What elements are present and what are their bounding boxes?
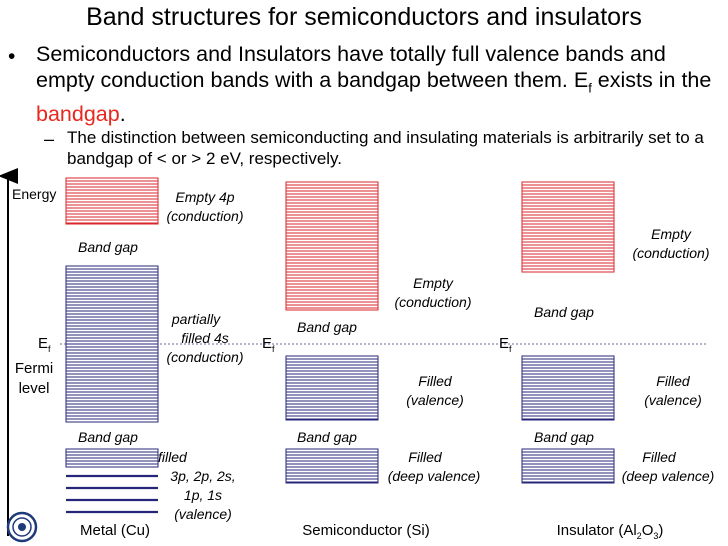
semiconductor-band-gap-mid: Band gap	[297, 319, 357, 335]
fermi-level-label: Fermi level	[10, 359, 58, 399]
insulator-deep-valence-band	[521, 448, 615, 484]
fermi-label-line1: Fermi	[14, 360, 54, 377]
metal-name: Metal (Cu)	[79, 522, 150, 539]
metal-partial-line1: partially	[171, 311, 221, 327]
insulator-name-sub2: 3	[653, 531, 659, 541]
insulator-deep-line1: Filled	[642, 449, 676, 465]
ef-main: E	[38, 335, 49, 352]
semiconductor-deep-line1: Filled	[408, 449, 442, 465]
metal-filled-label: 3p, 2p, 2s, 1p, 1s (valence)	[160, 467, 246, 524]
insulator-conduction-band	[521, 181, 615, 273]
insulator-band-gap-mid: Band gap	[534, 304, 594, 320]
bullet-text-end: .	[119, 102, 126, 127]
metal-filled-word: filled	[158, 449, 187, 465]
semiconductor-valence-band	[285, 355, 379, 421]
semiconductor-empty-line2: (conduction)	[394, 294, 472, 310]
ef-main: E	[499, 335, 510, 352]
bullet-text: Semiconductors and Insulators have total…	[36, 41, 716, 127]
semiconductor-filled-label: Filled (valence)	[396, 372, 474, 410]
insulator-name-sub1: 2	[636, 531, 642, 541]
bandgap-highlight: bandgap	[36, 102, 120, 127]
semiconductor-empty-label: Empty (conduction)	[388, 274, 478, 312]
ef-main: E	[262, 335, 273, 352]
metal-partial-label: partially filled 4s (conduction)	[160, 310, 250, 367]
semiconductor-filled-line1: Filled	[418, 373, 452, 389]
metal-band-gap-bottom: Band gap	[78, 429, 138, 445]
ef-sub: f	[509, 344, 512, 354]
university-seal-logo	[6, 511, 38, 543]
insulator-empty-label: Empty (conduction)	[626, 225, 716, 263]
bullet-text-mid: exists in the	[591, 68, 712, 92]
metal-empty-line1: Empty 4p	[175, 189, 235, 205]
semiconductor-deep-line2: (deep valence)	[387, 468, 481, 484]
semiconductor-deep-valence-band	[285, 448, 379, 484]
energy-axis-label: Energy	[12, 186, 57, 202]
insulator-filled-line1: Filled	[656, 373, 690, 389]
insulator-empty-line2: (conduction)	[632, 245, 710, 261]
fermi-label-line2: level	[18, 380, 50, 397]
insulator-name-mid: O	[641, 522, 654, 539]
metal-partial-line3: (conduction)	[166, 349, 244, 365]
metal-filled-line4: (valence)	[174, 506, 232, 522]
ef-label-insulator: Ef	[499, 335, 512, 354]
metal-filled-line3: 1p, 1s	[183, 487, 223, 503]
insulator-name-main: Insulator (Al	[556, 522, 637, 539]
metal-partial-line2: filled 4s	[181, 330, 229, 346]
bullet-marker: •	[8, 45, 16, 68]
ef-label-semiconductor: Ef	[262, 335, 275, 354]
ef-sub: f	[272, 344, 275, 354]
insulator-name-end: )	[658, 522, 664, 539]
insulator-valence-band	[521, 355, 615, 421]
insulator-name: Insulator (Al2O3)	[540, 522, 680, 541]
semiconductor-conduction-band	[285, 181, 379, 311]
insulator-empty-line1: Empty	[651, 226, 691, 242]
semiconductor-band-gap-bottom: Band gap	[297, 429, 357, 445]
metal-empty-label: Empty 4p (conduction)	[160, 188, 250, 226]
semiconductor-filled-line2: (valence)	[406, 392, 464, 408]
insulator-filled-line2: (valence)	[644, 392, 702, 408]
ef-sub: f	[48, 344, 51, 354]
semiconductor-deep-label: Filled (deep valence)	[380, 448, 488, 486]
sub-bullet-text: The distinction between semiconducting a…	[67, 128, 704, 168]
insulator-filled-label: Filled (valence)	[634, 372, 712, 410]
insulator-deep-line2: (deep valence)	[621, 468, 715, 484]
semiconductor-empty-line1: Empty	[413, 275, 453, 291]
sub-bullet-marker: –	[44, 129, 55, 149]
ef-subscript: f	[588, 80, 592, 96]
metal-filled-core-band	[65, 448, 159, 468]
bullet-text-start: Semiconductors and Insulators have total…	[36, 42, 666, 92]
metal-band-gap-top: Band gap	[78, 239, 138, 255]
metal-partial-4s-band	[65, 265, 159, 423]
insulator-deep-label: Filled (deep valence)	[614, 448, 722, 486]
metal-core-levels	[66, 474, 158, 514]
insulator-band-gap-bottom: Band gap	[534, 429, 594, 445]
metal-empty-4p-band	[65, 177, 159, 225]
semiconductor-name: Semiconductor (Si)	[302, 522, 430, 539]
slide-title: Band structures for semiconductors and i…	[86, 3, 642, 31]
ef-label-metal: Ef	[38, 335, 51, 354]
metal-empty-line2: (conduction)	[166, 208, 244, 224]
metal-filled-line2: 3p, 2p, 2s,	[170, 468, 236, 484]
